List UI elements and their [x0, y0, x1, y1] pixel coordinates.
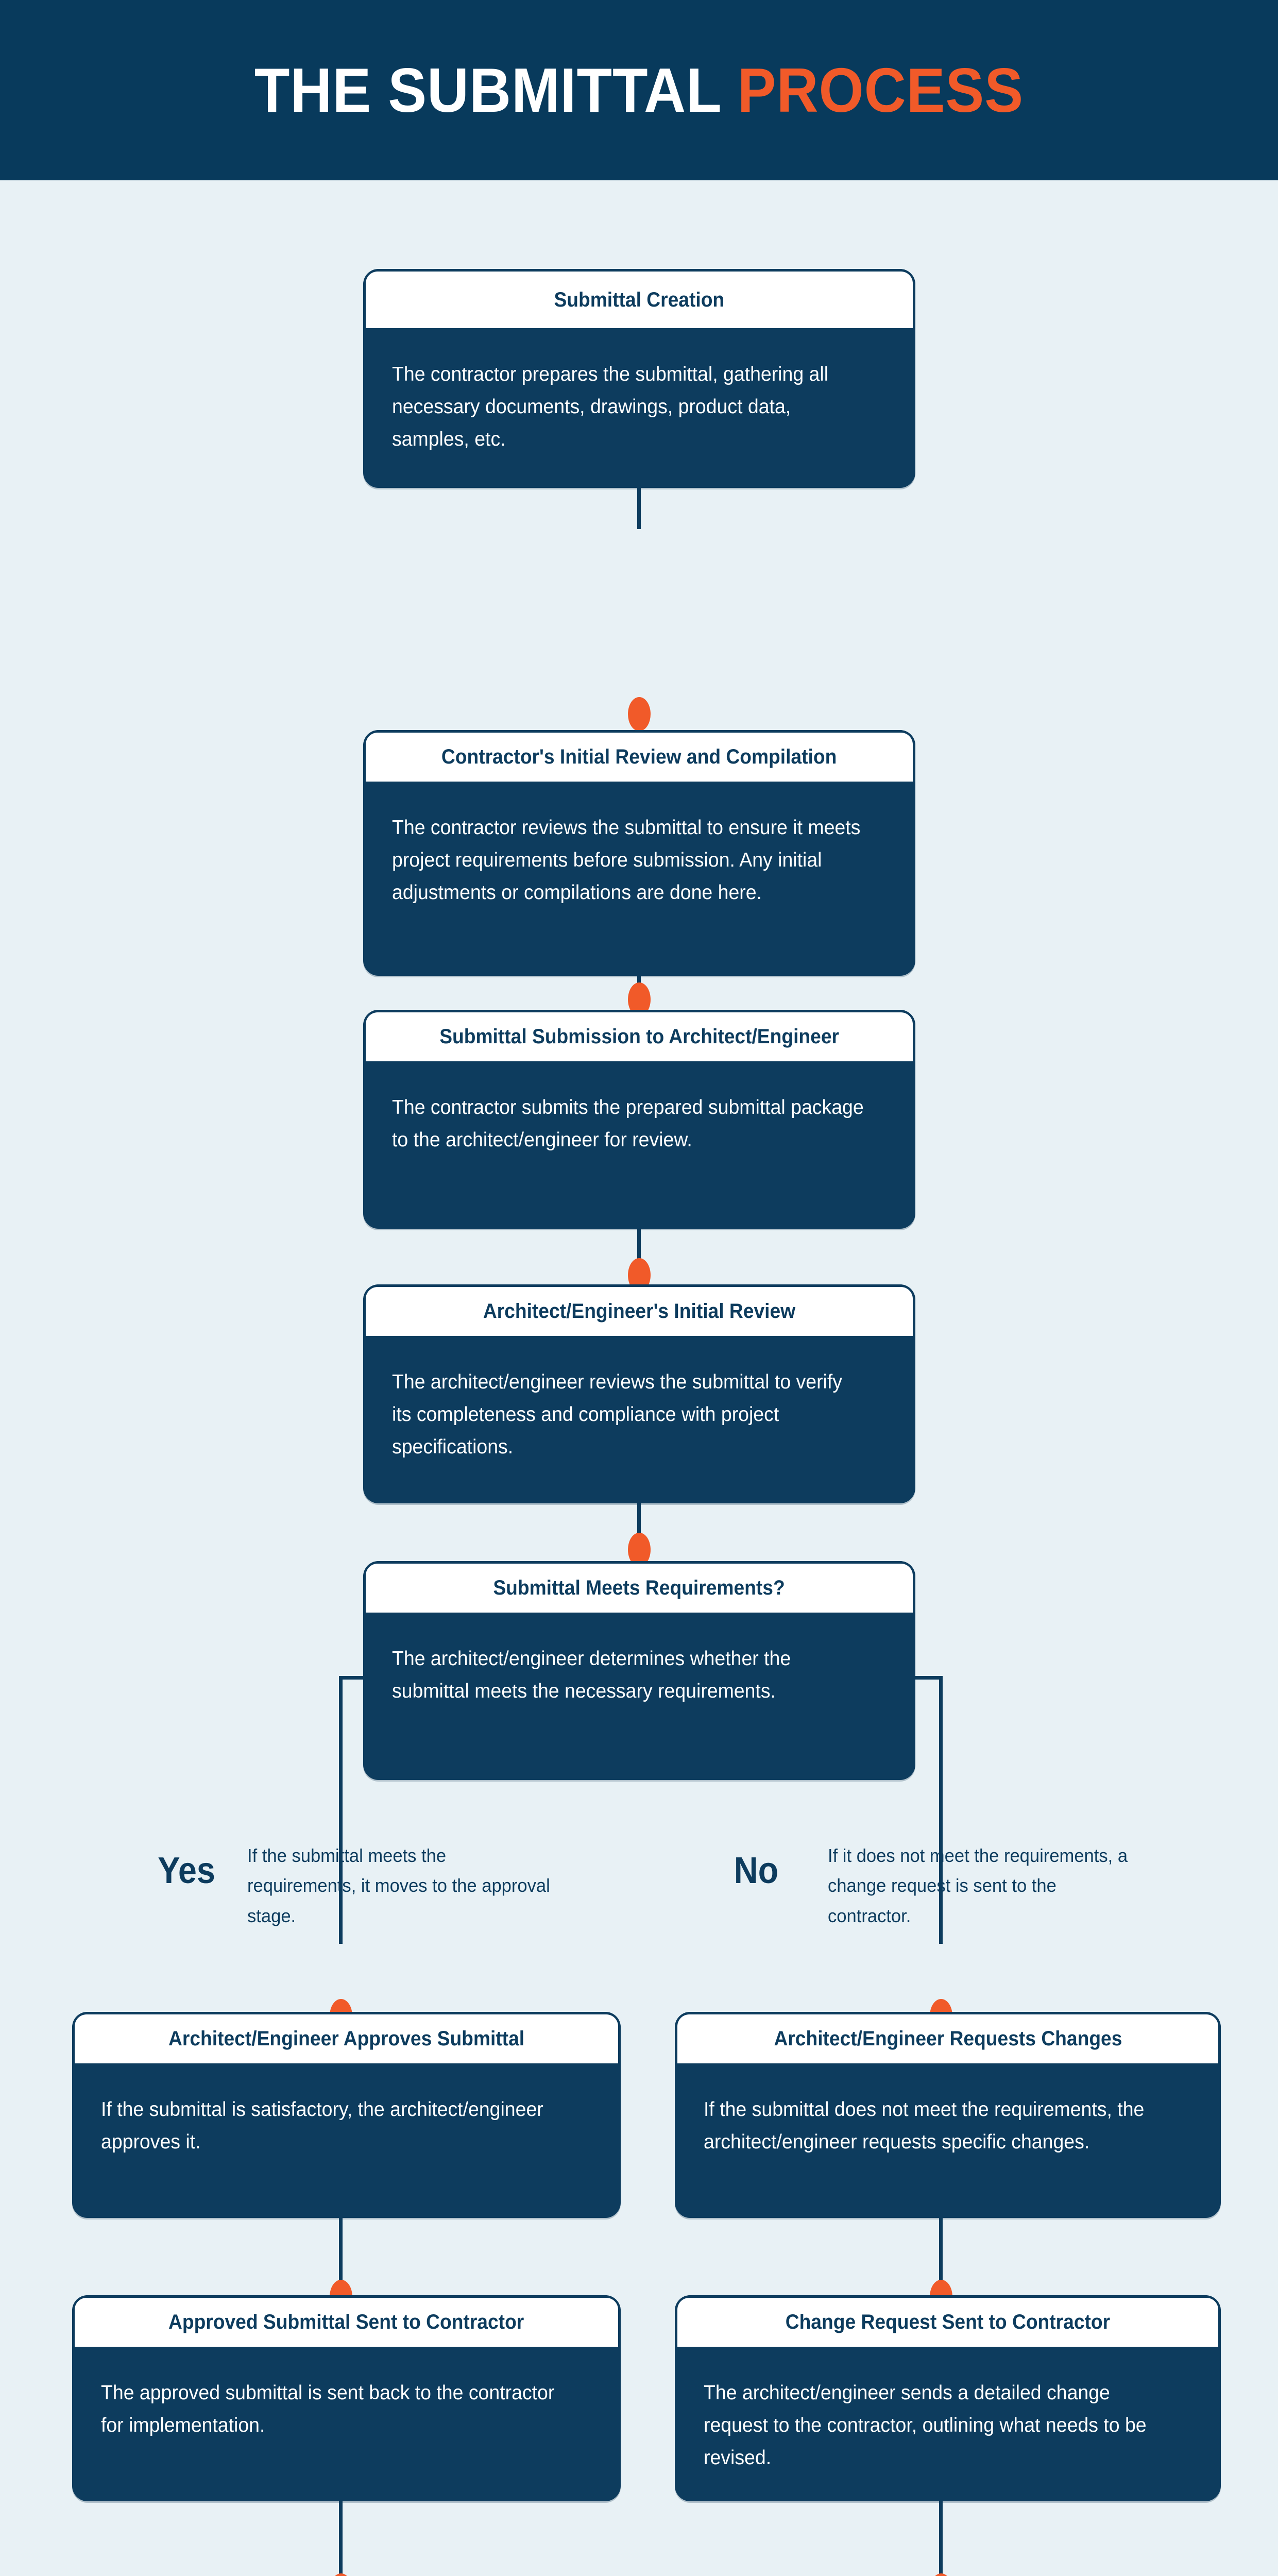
node-header: Contractor's Initial Review and Compilat… [363, 730, 915, 782]
node-header: Submittal Creation [363, 269, 915, 328]
flow-node-contractor-initial-review[interactable]: Contractor's Initial Review and Compilat… [363, 730, 915, 976]
connector-dot-1 [628, 697, 651, 731]
connector-line-3 [637, 1229, 641, 1270]
branch-split-right-vertical [939, 1676, 943, 1944]
node-body: The contractor submits the prepared subm… [363, 1061, 915, 1172]
branch-label-yes: Yes [158, 1850, 215, 1891]
node-description: The contractor submits the prepared subm… [392, 1096, 864, 1151]
node-body: The contractor prepares the submittal, g… [363, 328, 915, 471]
node-body: The architect/engineer sends a detailed … [675, 2347, 1221, 2490]
node-title: Submittal Meets Requirements? [493, 1577, 786, 1599]
node-description: The architect/engineer reviews the submi… [392, 1371, 842, 1459]
branch-split-left-horizontal [339, 1676, 370, 1680]
node-header: Change Request Sent to Contractor [675, 2295, 1221, 2347]
node-description: The architect/engineer sends a detailed … [704, 2382, 1147, 2469]
node-body: The architect/engineer reviews the submi… [363, 1336, 915, 1479]
connector-dot-yes-3 [330, 2573, 352, 2576]
node-body: The approved submittal is sent back to t… [72, 2347, 621, 2457]
node-title: Approved Submittal Sent to Contractor [168, 2311, 524, 2333]
page-header: THE SUBMITTAL PROCESS [0, 0, 1278, 180]
flow-node-approves-submittal[interactable]: Architect/Engineer Approves Submittal If… [72, 2012, 621, 2218]
branch-description-no: If it does not meet the requirements, a … [828, 1845, 1128, 1926]
node-body: The contractor reviews the submittal to … [363, 782, 915, 925]
page-title-part1: THE SUBMITTAL [254, 55, 738, 125]
connector-line-no-2 [939, 2501, 943, 2576]
connector-line-no-1 [939, 2218, 943, 2293]
connector-line-1 [637, 488, 641, 529]
flow-node-requests-changes[interactable]: Architect/Engineer Requests Changes If t… [675, 2012, 1221, 2218]
node-title: Contractor's Initial Review and Compilat… [441, 745, 837, 768]
branch-label-no: No [734, 1850, 779, 1891]
connector-line-yes-1 [339, 2218, 343, 2293]
connector-line-yes-2 [339, 2501, 343, 2576]
connector-dot-no-3 [930, 2573, 952, 2576]
flow-node-architect-initial-review[interactable]: Architect/Engineer's Initial Review The … [363, 1284, 915, 1503]
node-header: Approved Submittal Sent to Contractor [72, 2295, 621, 2347]
flow-node-submittal-submission[interactable]: Submittal Submission to Architect/Engine… [363, 1010, 915, 1229]
node-description: The contractor reviews the submittal to … [392, 817, 861, 904]
node-header: Submittal Submission to Architect/Engine… [363, 1010, 915, 1061]
flow-node-decision-meets-requirements[interactable]: Submittal Meets Requirements? The archit… [363, 1561, 915, 1780]
node-title: Submittal Submission to Architect/Engine… [439, 1025, 839, 1048]
page-title-part2: PROCESS [737, 55, 1024, 125]
node-title: Architect/Engineer Requests Changes [774, 2027, 1122, 2050]
node-body: If the submittal does not meet the requi… [675, 2063, 1221, 2174]
node-header: Architect/Engineer's Initial Review [363, 1284, 915, 1336]
node-header: Architect/Engineer Requests Changes [675, 2012, 1221, 2063]
node-header: Architect/Engineer Approves Submittal [72, 2012, 621, 2063]
node-title: Architect/Engineer's Initial Review [483, 1300, 796, 1323]
node-description: The contractor prepares the submittal, g… [392, 363, 829, 451]
branch-split-left-vertical [339, 1676, 343, 1944]
node-body: The architect/engineer determines whethe… [363, 1613, 915, 1723]
flowchart-canvas: Submittal Creation The contractor prepar… [0, 180, 1278, 2576]
node-description: The architect/engineer determines whethe… [392, 1648, 791, 1703]
node-description: If the submittal is satisfactory, the ar… [101, 2098, 543, 2154]
node-header: Submittal Meets Requirements? [363, 1561, 915, 1613]
node-title: Submittal Creation [554, 288, 725, 311]
branch-description-yes: If the submittal meets the requirements,… [247, 1845, 550, 1926]
page-title: THE SUBMITTAL PROCESS [254, 54, 1024, 126]
branch-split-right-horizontal [912, 1676, 943, 1680]
node-description: If the submittal does not meet the requi… [704, 2098, 1145, 2154]
node-title: Architect/Engineer Approves Submittal [168, 2027, 525, 2050]
flow-node-submittal-creation[interactable]: Submittal Creation The contractor prepar… [363, 269, 915, 488]
node-title: Change Request Sent to Contractor [785, 2311, 1111, 2333]
connector-line-4 [637, 1503, 641, 1545]
flow-node-change-request-sent[interactable]: Change Request Sent to Contractor The ar… [675, 2295, 1221, 2501]
node-description: The approved submittal is sent back to t… [101, 2382, 555, 2437]
node-body: If the submittal is satisfactory, the ar… [72, 2063, 621, 2174]
flow-node-approved-submittal-sent[interactable]: Approved Submittal Sent to Contractor Th… [72, 2295, 621, 2501]
